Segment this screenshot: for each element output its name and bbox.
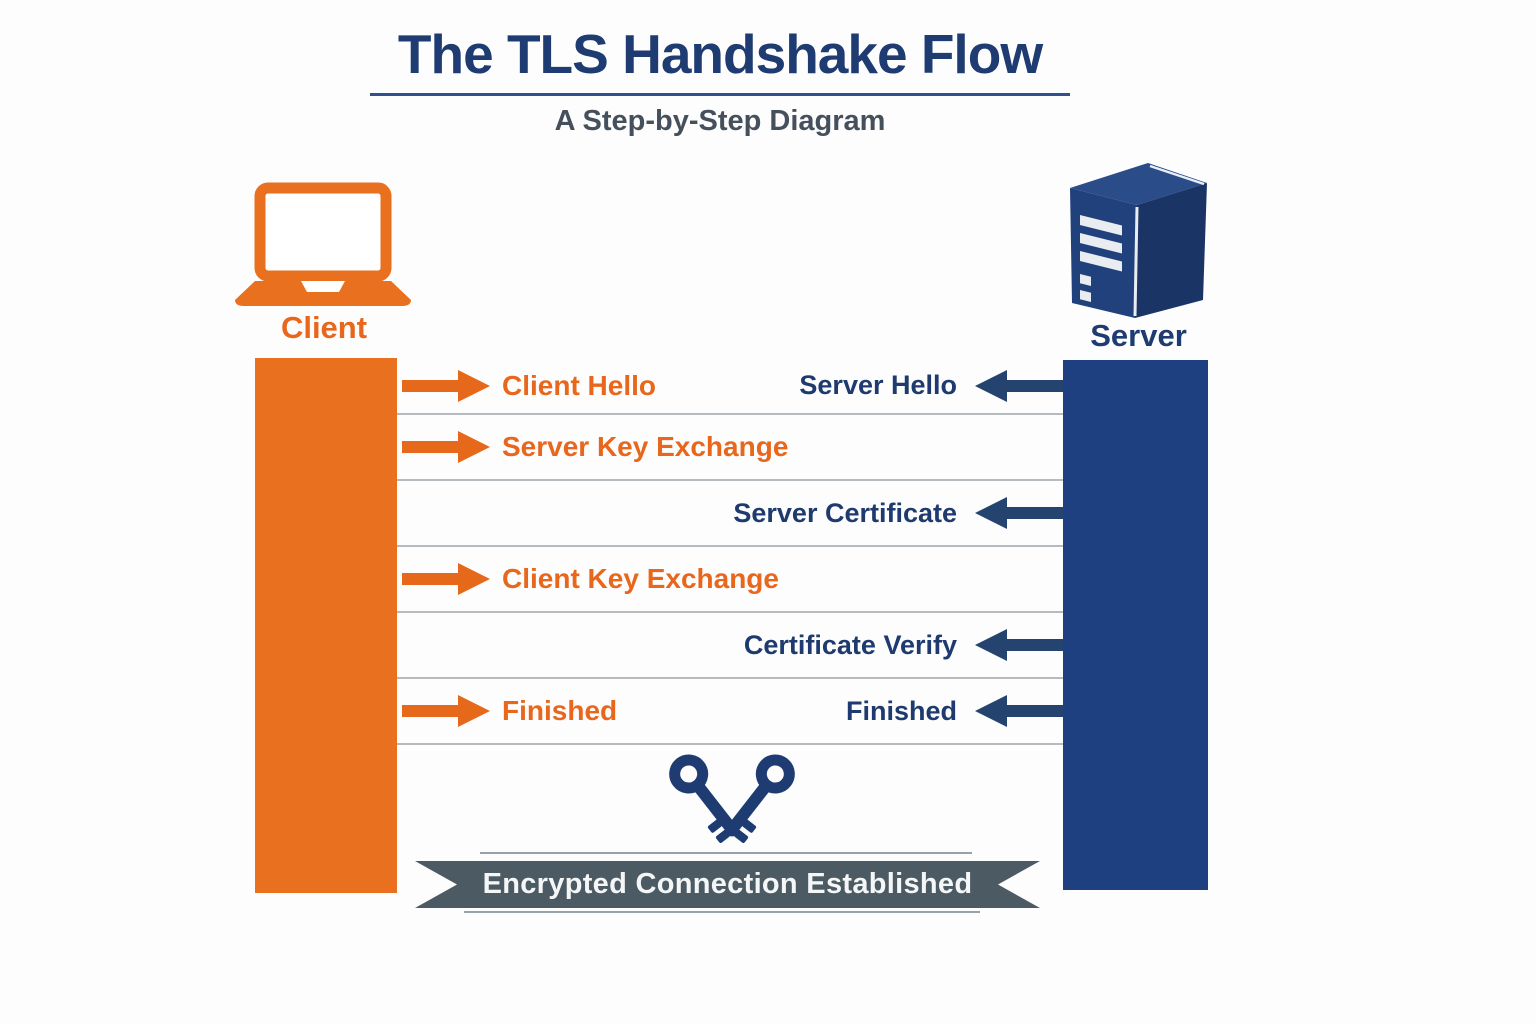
encrypted-connection-banner: Encrypted Connection Established (415, 861, 1040, 908)
client-lifeline (255, 358, 397, 893)
message-label: Client Key Exchange (502, 563, 779, 594)
message-row-1: Client Hello Server Hello (397, 358, 1063, 415)
server-label: Server (1090, 318, 1187, 353)
left-arrow-icon (975, 497, 1063, 529)
message-row-6: Finished Finished (397, 679, 1063, 745)
right-arrow-icon (402, 563, 490, 595)
left-arrow-icon (975, 369, 1063, 402)
server-key-exchange-message: Server Key Exchange (402, 429, 788, 465)
client-finished-message: Finished (402, 693, 617, 729)
certificate-verify-message: Certificate Verify (744, 627, 1063, 663)
message-label: Certificate Verify (743, 629, 957, 660)
message-row-3: Server Certificate (397, 481, 1063, 547)
handshake-messages: Client Hello Server Hello Server Key Exc… (397, 358, 1063, 745)
left-arrow-icon (975, 695, 1063, 727)
client-key-exchange-message: Client Key Exchange (402, 561, 779, 597)
message-row-5: Certificate Verify (397, 613, 1063, 679)
message-label: Server Key Exchange (502, 431, 789, 462)
banner-bottom-rule (464, 911, 980, 913)
server-finished-message: Finished (846, 693, 1063, 729)
banner-label: Encrypted Connection Established (482, 868, 973, 900)
message-label: Client Hello (502, 369, 657, 401)
message-row-2: Server Key Exchange (397, 415, 1063, 481)
title-underline (370, 92, 1070, 96)
server-lifeline (1063, 360, 1208, 890)
server-certificate-message: Server Certificate (733, 495, 1063, 531)
header: The TLS Handshake Flow A Step-by-Step Di… (370, 23, 1070, 138)
server-icon (1070, 163, 1207, 318)
right-arrow-icon (402, 695, 490, 727)
message-label: Server Hello (799, 370, 957, 400)
laptop-icon (235, 182, 411, 306)
right-arrow-icon (402, 369, 490, 402)
left-arrow-icon (975, 629, 1063, 661)
page-title: The TLS Handshake Flow (397, 23, 1043, 85)
crossed-keys-icon (669, 754, 795, 843)
server-hello-message: Server Hello (799, 368, 1063, 404)
message-label: Server Certificate (733, 497, 957, 528)
right-arrow-icon (402, 431, 490, 463)
message-row-4: Client Key Exchange (397, 547, 1063, 613)
client-label: Client (280, 310, 368, 345)
message-label: Finished (502, 695, 618, 726)
page-subtitle: A Step-by-Step Diagram (554, 104, 886, 137)
message-label: Finished (845, 695, 957, 726)
client-hello-message: Client Hello (402, 368, 656, 404)
banner-top-rule (480, 852, 972, 854)
